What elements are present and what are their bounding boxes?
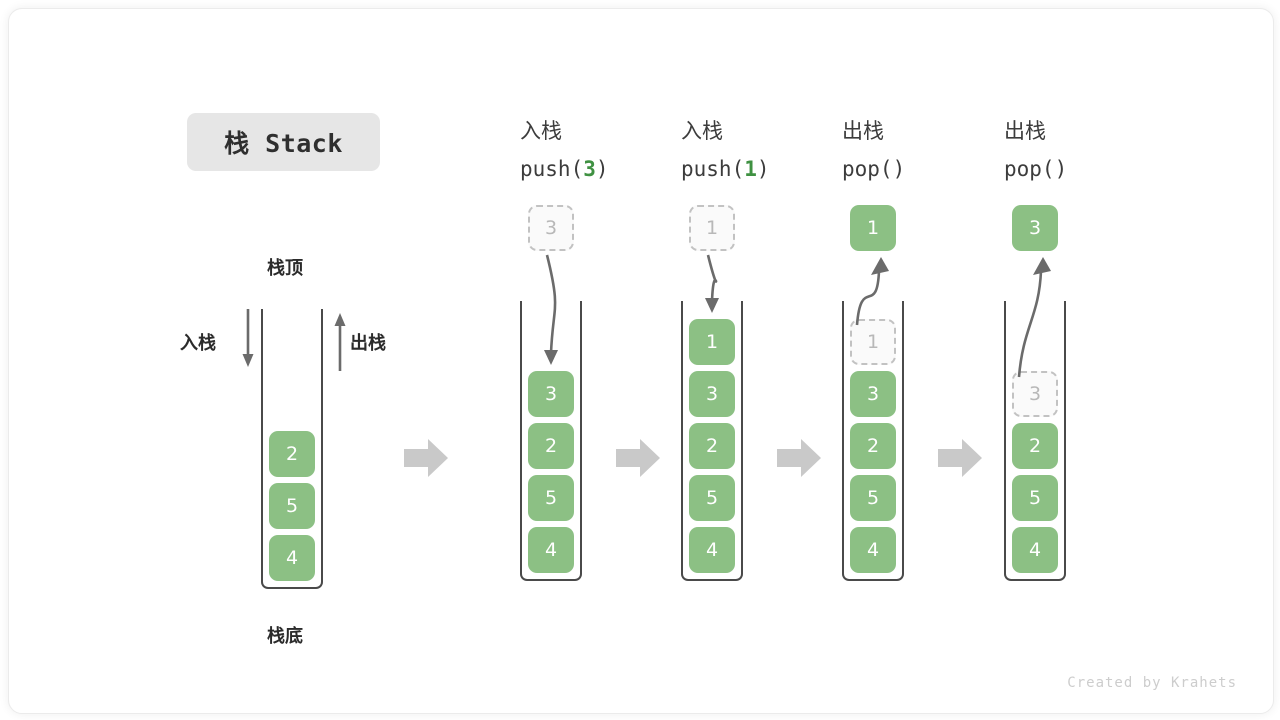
stack-container-push3 [520,301,582,581]
transition-arrows-layer [9,9,1273,713]
transition-arrow [404,439,448,477]
stack-cell: 5 [1012,475,1058,521]
pop-direction-arrow [334,313,346,371]
stack-container-initial [261,309,323,589]
stack-cells-initial: 2 5 4 [261,309,323,589]
stack-cells-pop1: 1 3 2 5 4 [842,301,904,581]
stack-cell: 2 [689,423,735,469]
stack-cell: 4 [689,527,735,573]
stack-cell: 3 [1012,371,1058,417]
floating-value-push3: 3 [528,205,574,251]
stack-cell: 2 [528,423,574,469]
stack-cell: 1 [850,319,896,365]
pop-direction-label: 出栈 [350,333,386,354]
step-header-cn: 出栈 [1004,119,1046,143]
stack-cell: 2 [850,423,896,469]
push-direction-label: 入栈 [180,333,216,354]
step-header-op: pop() [842,157,906,181]
flow-arrow-push1 [705,254,719,313]
stack-cells-pop3: 3 2 5 4 [1004,301,1066,581]
stack-cell: 4 [850,527,896,573]
stack-cell: 1 [689,319,735,365]
stack-cell: 5 [528,475,574,521]
stack-cell: 5 [850,475,896,521]
stack-container-push1 [681,301,743,581]
push-direction-arrow [242,309,254,367]
stack-cell: 5 [269,483,315,529]
transition-arrow [616,439,660,477]
step-header-pop1: 出栈 pop() [842,112,905,188]
step-header-op: push(3) [520,157,609,181]
stack-cell: 4 [1012,527,1058,573]
step-header-push1: 入栈 push(1) [681,112,770,188]
step-header-op: push(1) [681,157,770,181]
stack-bottom-label: 栈底 [267,626,303,647]
title-badge: 栈 Stack [187,113,380,171]
footer-credit: Created by Krahets [1067,675,1237,691]
transition-arrow [938,439,982,477]
stack-cells-push3: 3 2 5 4 [520,301,582,581]
stack-cells-push1: 1 3 2 5 4 [681,301,743,581]
floating-value-push1: 1 [689,205,735,251]
flow-arrow-pop3 [1017,257,1051,378]
stack-cell: 2 [269,431,315,477]
flow-arrow-push3 [544,254,558,365]
floating-value-pop3: 3 [1012,205,1058,251]
step-header-op: pop() [1004,157,1068,181]
flow-arrow-pop1 [855,257,889,326]
stack-container-pop3 [1004,301,1066,581]
step-header-push3: 入栈 push(3) [520,112,609,188]
stack-cell: 4 [528,527,574,573]
title-badge-label: 栈 Stack [224,129,343,158]
stack-top-label: 栈顶 [267,258,303,279]
step-header-cn: 入栈 [520,119,562,143]
stack-cell: 3 [850,371,896,417]
steps-layer: 入栈 push(3) 3 2 5 4 3 入栈 push(1) 1 3 2 5 4 1 出栈 pop() 1 3 2 5… [9,9,1273,713]
stack-container-pop1 [842,301,904,581]
step-header-cn: 出栈 [842,119,884,143]
stack-cell: 2 [1012,423,1058,469]
floating-value-pop1: 1 [850,205,896,251]
stack-cell: 3 [689,371,735,417]
transition-arrow [777,439,821,477]
stack-cell: 5 [689,475,735,521]
stack-cell: 4 [269,535,315,581]
step-header-cn: 入栈 [681,119,723,143]
step-header-pop3: 出栈 pop() [1004,112,1067,188]
stack-cell: 3 [528,371,574,417]
